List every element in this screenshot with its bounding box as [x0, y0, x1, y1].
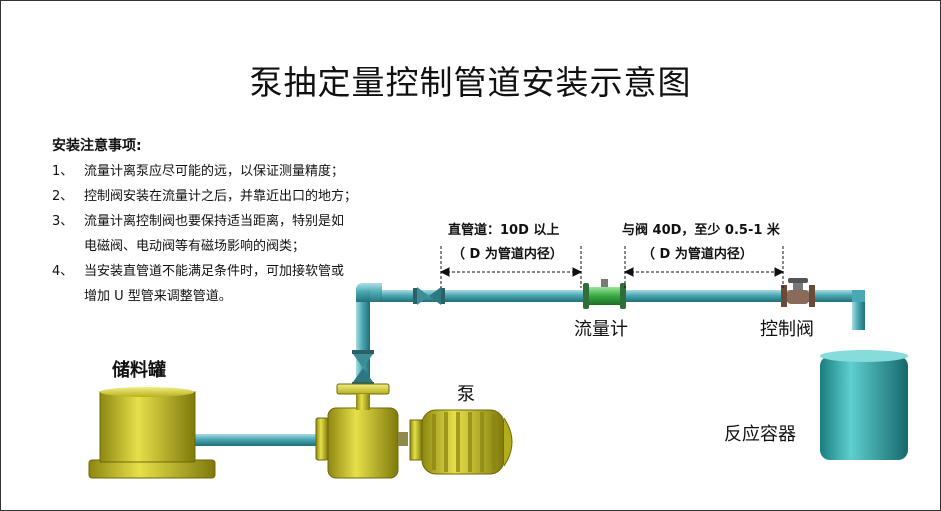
note-number: 1、 — [52, 164, 74, 179]
storage-tank-icon — [88, 387, 216, 479]
vertical-valve-icon — [352, 350, 374, 386]
note-text: 控制阀安装在流量计之后，并靠近出口的地方； — [84, 189, 358, 204]
note-number: 2、 — [52, 189, 74, 204]
note-text: 流量计离控制阀也要保持适当距离，特别是如 — [84, 214, 345, 229]
note-number: 3、 — [52, 214, 74, 229]
pump-label: 泵 — [457, 384, 475, 405]
note-text: 流量计离泵应尽可能的远，以保证测量精度； — [84, 164, 345, 179]
straight-pipe-label: 直管道：10D 以上 — [448, 222, 559, 238]
control-valve-icon — [781, 278, 815, 307]
valve-distance-note: （ D 为管道内径） — [642, 246, 753, 262]
note-item: 4、当安装直管道不能满足条件时，可加接软管或 — [52, 259, 357, 284]
dimension-valve-distance — [623, 246, 785, 288]
straight-pipe-note: （ D 为管道内径） — [452, 246, 563, 262]
pump-assembly-icon — [315, 383, 513, 479]
gate-valve-icon — [413, 287, 445, 305]
note-text: 当安装直管道不能满足条件时，可加接软管或 — [84, 264, 345, 279]
note-text-continued: 电磁阀、电动阀等有磁场影响的阀类； — [84, 239, 306, 254]
dimension-straight-pipe — [439, 246, 583, 288]
main-pipeline — [192, 283, 865, 446]
installation-notes: 安装注意事项: 1、流量计离泵应尽可能的远，以保证测量精度； 2、控制阀安装在流… — [52, 134, 357, 309]
diagram-title: 泵抽定量控制管道安装示意图 — [249, 63, 692, 102]
note-item: 3、流量计离控制阀也要保持适当距离，特别是如 — [52, 209, 357, 234]
reactor-vessel-icon — [820, 350, 908, 460]
valve-distance-label: 与阀 40D，至少 0.5-1 米 — [622, 222, 781, 238]
note-item: 2、控制阀安装在流量计之后，并靠近出口的地方； — [52, 184, 357, 209]
note-number: 4、 — [52, 264, 74, 279]
notes-heading: 安装注意事项: — [52, 138, 142, 154]
note-text-continued: 增加 U 型管来调整管道。 — [84, 289, 232, 304]
note-item: 1、流量计离泵应尽可能的远，以保证测量精度； — [52, 159, 357, 184]
reactor-label: 反应容器 — [724, 424, 796, 445]
storage-tank-label: 储料罐 — [111, 359, 166, 381]
flowmeter-label: 流量计 — [574, 319, 628, 340]
flowmeter-icon — [583, 279, 626, 309]
control-valve-label: 控制阀 — [760, 319, 814, 340]
